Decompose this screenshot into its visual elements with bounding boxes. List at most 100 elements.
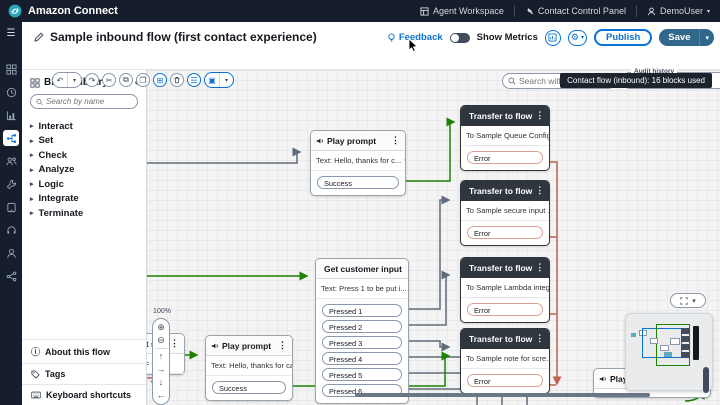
library-section-analyze[interactable]: ▸Analyze xyxy=(30,163,138,178)
block-menu-kebab-icon[interactable]: ⋮ xyxy=(535,185,545,195)
delete-button[interactable] xyxy=(170,73,184,87)
block-menu-kebab-icon[interactable]: ⋮ xyxy=(535,262,545,272)
port-error[interactable]: Error xyxy=(467,303,543,316)
rail-item-analytics[interactable] xyxy=(3,107,19,123)
triangle-right-icon: ▸ xyxy=(30,152,34,160)
rail-item-flows[interactable] xyxy=(3,130,19,146)
port-error[interactable]: Error xyxy=(467,151,543,164)
flow-block-transfer-to-flow-1[interactable]: Transfer to flow⋮ To Sample Queue Config… xyxy=(460,105,550,171)
speaker-icon xyxy=(316,138,323,143)
library-section-terminate[interactable]: ▸Terminate xyxy=(30,206,138,221)
undo-dropdown-button[interactable]: ▾ xyxy=(67,73,81,87)
rail-item-channels[interactable] xyxy=(3,199,19,215)
show-metrics-toggle[interactable] xyxy=(449,32,470,43)
block-menu-kebab-icon[interactable]: ⋮ xyxy=(535,333,545,343)
block-menu-kebab-icon[interactable]: ⋮ xyxy=(535,110,545,120)
pan-right-button[interactable]: → xyxy=(156,364,166,374)
port-pressed-2[interactable]: Pressed 2 xyxy=(322,320,402,333)
undo-button-group: ↶ ▾ xyxy=(52,72,82,88)
block-parameter[interactable]: To Sample note for scre...▾ xyxy=(461,349,549,369)
redo-button[interactable]: ↷ xyxy=(85,73,99,87)
copy-button[interactable]: ⧉ xyxy=(119,73,133,87)
block-menu-kebab-icon[interactable]: ⋮ xyxy=(170,338,179,348)
rail-item-history-metrics[interactable] xyxy=(3,84,19,100)
pan-left-button[interactable]: ← xyxy=(156,390,166,400)
flow-block-play-prompt-2[interactable]: Play prompt⋮ Text: Hello, thanks for ca.… xyxy=(205,335,293,401)
block-parameter[interactable]: To Sample Queue Config...▾ xyxy=(461,126,549,146)
port-pressed-3[interactable]: Pressed 3 xyxy=(322,336,402,349)
port-error[interactable]: Error xyxy=(467,226,543,239)
pan-down-button[interactable]: ↓ xyxy=(158,377,164,387)
library-section-check[interactable]: ▸Check xyxy=(30,148,138,163)
rail-item-users[interactable] xyxy=(3,153,19,169)
publish-button[interactable]: Publish xyxy=(593,29,653,46)
tags-button[interactable]: Tags xyxy=(22,363,146,384)
port-success[interactable]: Success xyxy=(317,176,399,189)
save-dropdown-button[interactable]: ▾ xyxy=(699,29,714,46)
vertical-scrollbar[interactable] xyxy=(703,367,709,393)
library-section-logic[interactable]: ▸Logic xyxy=(30,177,138,192)
library-section-set[interactable]: ▸Set xyxy=(30,134,138,149)
port-pressed-4[interactable]: Pressed 4 xyxy=(322,352,402,365)
metrics-view-button[interactable] xyxy=(544,29,561,46)
paste-button[interactable]: ❐ xyxy=(136,73,150,87)
chevron-down-icon: ▾ xyxy=(706,8,710,15)
rail-item-profile[interactable] xyxy=(3,245,19,261)
group-blocks-button[interactable]: ▣ xyxy=(208,75,216,85)
phone-icon xyxy=(526,7,533,14)
flow-block-transfer-to-flow-3[interactable]: Transfer to flow⋮ To Sample Lambda integ… xyxy=(460,257,550,323)
flow-block-transfer-to-flow-4[interactable]: Transfer to flow⋮ To Sample note for scr… xyxy=(460,328,550,394)
group-dropdown-button[interactable]: ▾ xyxy=(219,73,233,87)
port-success[interactable]: Success xyxy=(212,381,286,394)
port-pressed-5[interactable]: Pressed 5 xyxy=(322,368,402,381)
footer-label: About this flow xyxy=(45,346,111,357)
triangle-right-icon: ▸ xyxy=(30,137,34,145)
block-menu-kebab-icon[interactable]: ⋮ xyxy=(278,340,287,350)
keyboard-shortcuts-button[interactable]: Keyboard shortcuts xyxy=(22,384,146,405)
rail-item-integrations[interactable] xyxy=(3,268,19,284)
person-icon xyxy=(6,248,16,258)
zoom-pan-controls: ⊕ ⊖ ↑ → ↓ ← xyxy=(152,318,170,405)
contact-control-panel-link[interactable]: Contact Control Panel xyxy=(515,0,636,22)
flow-header: Sample inbound flow (first contact exper… xyxy=(22,22,720,89)
block-parameter[interactable]: To Sample Lambda integ...▾ xyxy=(461,278,549,298)
settings-button[interactable]: ⚙ ▾ xyxy=(567,29,587,46)
library-search-input[interactable] xyxy=(46,97,132,106)
rail-item-dashboard[interactable] xyxy=(3,61,19,77)
minimap-toggle-button[interactable]: ▾ xyxy=(670,293,706,308)
flow-canvas[interactable]: Play prompt⋮ Text: Hello, thanks for c..… xyxy=(147,70,720,405)
port-pressed-1[interactable]: Pressed 1 xyxy=(322,304,402,317)
library-section-interact[interactable]: ▸Interact xyxy=(30,119,138,134)
cut-button[interactable]: ✂ xyxy=(102,73,116,87)
triangle-right-icon: ▸ xyxy=(30,166,34,174)
share-nodes-icon xyxy=(6,271,16,281)
library-section-integrate[interactable]: ▸Integrate xyxy=(30,192,138,207)
save-button[interactable]: Save xyxy=(668,32,691,43)
port-error[interactable]: Error xyxy=(467,374,543,387)
block-menu-kebab-icon[interactable]: ⋮ xyxy=(405,263,408,274)
rail-item-routing-tools[interactable] xyxy=(3,176,19,192)
rail-item-contact-control[interactable] xyxy=(3,222,19,238)
minimap-panel[interactable] xyxy=(625,313,713,391)
feedback-button[interactable]: Feedback xyxy=(387,32,443,43)
zoom-in-button[interactable]: ⊕ xyxy=(157,322,165,332)
snap-to-grid-button[interactable]: ⊞ xyxy=(153,73,167,87)
horizontal-scrollbar[interactable] xyxy=(355,393,650,397)
block-parameter[interactable]: Text: Hello, thanks for ca...▾ xyxy=(206,356,292,376)
undo-button[interactable]: ↶ xyxy=(56,75,64,85)
zoom-out-button[interactable]: ⊖ xyxy=(157,335,165,345)
block-parameter[interactable]: Text: Press 1 to be put i...▾ xyxy=(316,279,408,299)
flow-block-transfer-to-flow-2[interactable]: Transfer to flow⋮ To Sample secure input… xyxy=(460,180,550,246)
edit-pencil-icon[interactable] xyxy=(34,32,44,42)
arrange-button[interactable]: ☰ xyxy=(187,73,201,87)
block-menu-kebab-icon[interactable]: ⋮ xyxy=(391,135,400,145)
agent-workspace-link[interactable]: Agent Workspace xyxy=(410,0,514,22)
flow-block-get-customer-input[interactable]: Get customer input⋮ Text: Press 1 to be … xyxy=(315,258,409,404)
pan-up-button[interactable]: ↑ xyxy=(158,351,164,361)
block-parameter[interactable]: Text: Hello, thanks for c...▾ xyxy=(311,151,405,171)
user-menu[interactable]: DemoUser ▾ xyxy=(637,0,720,22)
hamburger-menu-icon[interactable]: ☰ xyxy=(6,28,16,39)
block-parameter[interactable]: To Sample secure input ...▾ xyxy=(461,201,549,221)
flow-block-play-prompt[interactable]: Play prompt⋮ Text: Hello, thanks for c..… xyxy=(310,130,406,196)
